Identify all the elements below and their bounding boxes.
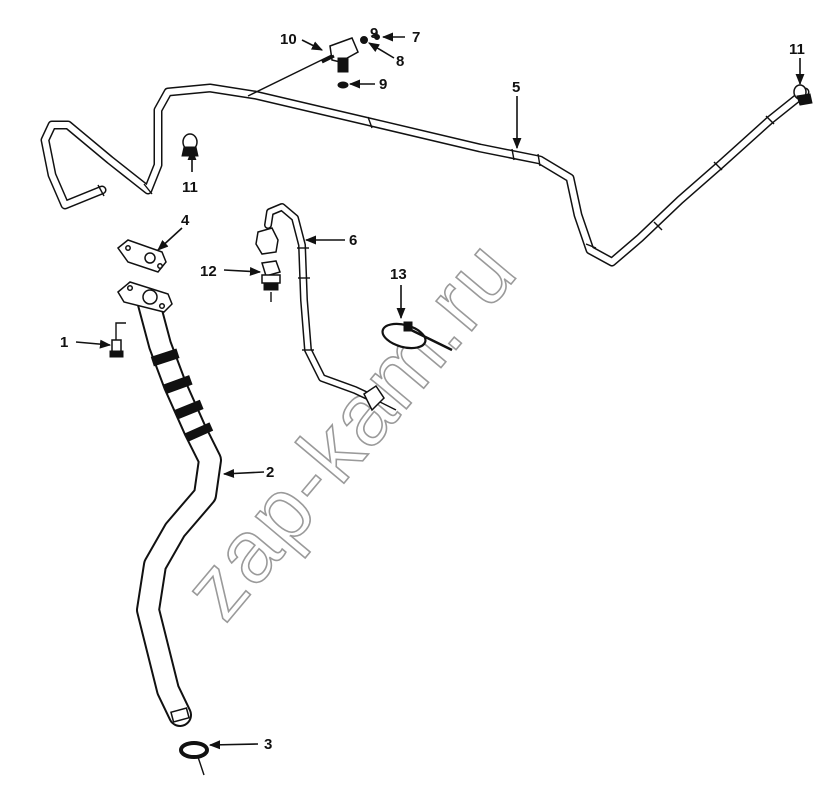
callout-4: 4 xyxy=(181,212,190,229)
callout-1: 1 xyxy=(60,334,68,351)
callout-labels: 1 2 3 4 5 6 7 8 9 9 10 11 11 12 13 xyxy=(60,25,805,753)
adapter-part-12 xyxy=(261,260,281,302)
callout-9-lower: 9 xyxy=(379,76,387,93)
tube-part-5 xyxy=(40,83,810,267)
bolt-part-1 xyxy=(109,322,126,358)
pipe-part-2 xyxy=(117,281,222,727)
clamp-part-11-left xyxy=(181,133,199,157)
callout-12: 12 xyxy=(200,263,217,280)
callout-10: 10 xyxy=(280,31,297,48)
gasket-part-4 xyxy=(116,239,167,273)
callout-3: 3 xyxy=(264,736,272,753)
washer-part-9-lower xyxy=(337,81,349,89)
pipe-part-6 xyxy=(255,203,397,412)
callout-8: 8 xyxy=(396,53,404,70)
callout-7: 7 xyxy=(412,29,420,46)
fitting-part-10 xyxy=(247,37,359,97)
leader-lines xyxy=(75,32,805,750)
callout-11-left: 11 xyxy=(182,179,198,196)
callout-5: 5 xyxy=(512,79,520,96)
callout-2: 2 xyxy=(266,464,274,481)
seal-ring-part-3 xyxy=(179,741,209,776)
callout-9-top: 9 xyxy=(370,25,378,42)
cable-tie-part-13 xyxy=(381,321,453,352)
watermark: zap-kam.ru xyxy=(164,221,536,637)
clamp-part-11-right xyxy=(793,84,813,106)
callout-13: 13 xyxy=(390,266,407,283)
washer-part-8 xyxy=(360,36,368,44)
callout-6: 6 xyxy=(349,232,357,249)
callout-11-right: 11 xyxy=(789,41,805,58)
